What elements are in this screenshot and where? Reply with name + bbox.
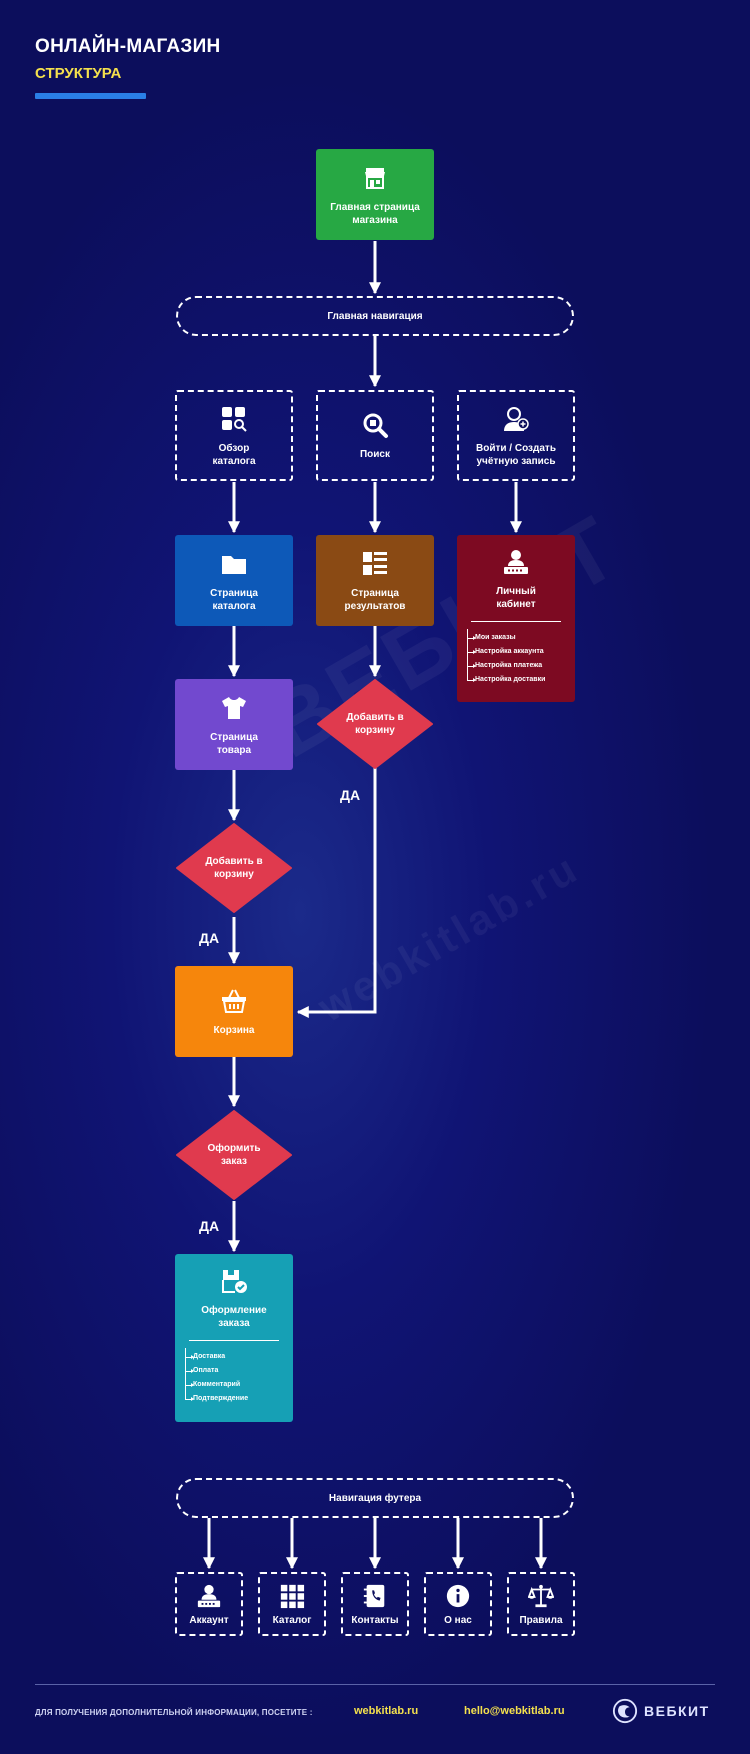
page-title: ОНЛАЙН-МАГАЗИН	[35, 36, 221, 57]
footer-item-label: Каталог	[272, 1614, 312, 1626]
footer-item-rules[interactable]: Правила	[507, 1572, 575, 1636]
cart-label: Корзина	[213, 1025, 255, 1036]
footer-info-text: ДЛЯ ПОЛУЧЕНИЯ ДОПОЛНИТЕЛЬНОЙ ИНФОРМАЦИИ,…	[35, 1708, 313, 1717]
footer-email-link[interactable]: hello@webkitlab.ru	[464, 1705, 565, 1717]
footer-item-contacts[interactable]: Контакты	[341, 1572, 409, 1636]
results-page-label: Страница результатов	[344, 587, 406, 612]
checkout-item[interactable]: Подтверждение	[175, 1392, 293, 1406]
account-sublist: Мои заказы Настройка аккаунта Настройка …	[457, 621, 575, 687]
cart-node[interactable]: Корзина	[175, 966, 293, 1057]
add-to-cart-right-label: Добавить в корзину	[346, 712, 404, 736]
account-item[interactable]: Настройка платежа	[457, 659, 575, 673]
footer-item-label: Контакты	[351, 1614, 399, 1626]
title-underline	[35, 93, 146, 99]
footer-item-label: Правила	[519, 1614, 563, 1626]
checkout-sublist: Доставка Оплата Комментарий Подтверждени…	[175, 1340, 293, 1406]
footer-brand-label: ВЕБКИТ	[644, 1703, 710, 1719]
catalog-overview-node[interactable]: Обзор каталога	[175, 390, 293, 481]
user-card-icon	[501, 547, 531, 577]
webkit-logo-icon	[612, 1698, 638, 1724]
product-page-label: Страница товара	[210, 731, 258, 756]
home-label: Главная страница магазина	[330, 201, 420, 226]
footer-navigation-label: Навигация футера	[328, 1492, 422, 1504]
list-icon	[360, 549, 390, 579]
footer-divider	[35, 1684, 715, 1685]
storefront-icon	[360, 163, 390, 193]
account-label: Личный кабинет	[496, 586, 536, 610]
footer-item-catalog[interactable]: Каталог	[258, 1572, 326, 1636]
checkout-item[interactable]: Комментарий	[175, 1378, 293, 1392]
checkout-item[interactable]: Оплата	[175, 1364, 293, 1378]
user-card-icon	[197, 1584, 221, 1607]
info-icon	[446, 1584, 470, 1607]
footer-item-label: О нас	[444, 1614, 472, 1626]
yes-label-left: ДА	[199, 930, 220, 946]
place-order-label: Оформить заказ	[207, 1143, 261, 1167]
yes-label-right: ДА	[340, 787, 361, 803]
footer-brand[interactable]: ВЕБКИТ	[612, 1698, 710, 1724]
login-node[interactable]: Войти / Создать учётную запись	[457, 390, 575, 481]
checkout-icon	[219, 1266, 249, 1296]
tshirt-icon	[219, 693, 249, 723]
footer-item-account[interactable]: Аккаунт	[175, 1572, 243, 1636]
add-to-cart-decision-right[interactable]: Добавить в корзину	[316, 679, 434, 769]
account-item[interactable]: Мои заказы	[457, 631, 575, 645]
add-to-cart-left-label: Добавить в корзину	[205, 856, 263, 880]
folder-icon	[219, 549, 249, 579]
main-navigation-label: Главная навигация	[327, 310, 423, 322]
grid-icon	[280, 1584, 305, 1608]
checkout-node[interactable]: Оформление заказа Доставка Оплата Коммен…	[175, 1254, 293, 1422]
product-page-node[interactable]: Страница товара	[175, 679, 293, 770]
footer-item-label: Аккаунт	[189, 1614, 229, 1626]
page-subtitle: СТРУКТУРА	[35, 65, 122, 82]
basket-icon	[219, 986, 249, 1016]
search-node[interactable]: Поиск	[316, 390, 434, 481]
main-navigation[interactable]: Главная навигация	[176, 296, 574, 336]
checkout-label: Оформление заказа	[201, 1305, 267, 1329]
phonebook-icon	[363, 1584, 385, 1607]
catalog-overview-label: Обзор каталога	[212, 442, 256, 467]
results-page-node[interactable]: Страница результатов	[316, 535, 434, 626]
login-label: Войти / Создать учётную запись	[476, 442, 556, 467]
account-item[interactable]: Настройка доставки	[457, 673, 575, 687]
add-to-cart-decision-left[interactable]: Добавить в корзину	[175, 823, 293, 913]
footer-item-about[interactable]: О нас	[424, 1572, 492, 1636]
user-add-icon	[501, 404, 531, 434]
search-label: Поиск	[359, 449, 390, 460]
catalog-page-node[interactable]: Страница каталога	[175, 535, 293, 626]
home-node[interactable]: Главная страница магазина	[316, 149, 434, 240]
account-item[interactable]: Настройка аккаунта	[457, 645, 575, 659]
footer-site-link[interactable]: webkitlab.ru	[354, 1705, 419, 1717]
account-node[interactable]: Личный кабинет Мои заказы Настройка акка…	[457, 535, 575, 702]
catalog-page-label: Страница каталога	[210, 587, 258, 612]
checkout-item[interactable]: Доставка	[175, 1350, 293, 1364]
scales-icon	[528, 1584, 554, 1607]
yes-label-order: ДА	[199, 1218, 220, 1234]
search-icon	[360, 410, 390, 440]
footer-navigation[interactable]: Навигация футера	[176, 1478, 574, 1518]
place-order-decision[interactable]: Оформить заказ	[175, 1110, 293, 1200]
grid-search-icon	[219, 404, 249, 434]
